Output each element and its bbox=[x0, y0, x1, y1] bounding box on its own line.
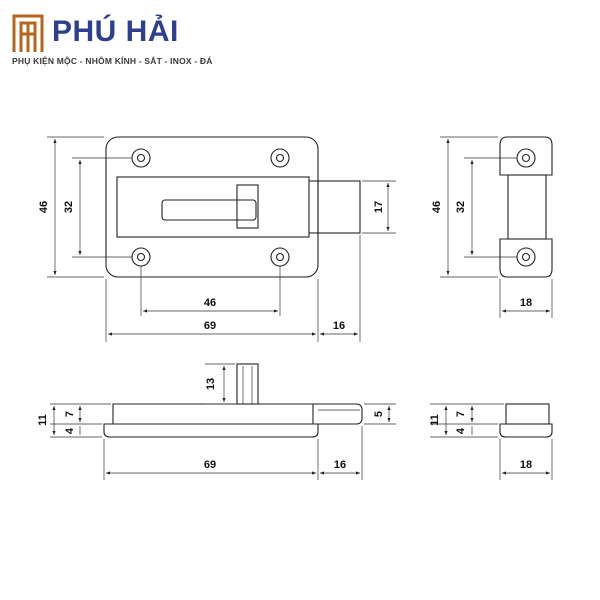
dim-front-hole-spacing-h: 46 bbox=[204, 297, 216, 309]
front-view: 46 32 17 46 69 16 bbox=[38, 136, 396, 342]
dim-bottom-bolt-extension: 16 bbox=[334, 459, 346, 471]
side-view: 46 32 18 bbox=[431, 136, 553, 318]
bottom-view: 13 11 7 4 5 69 16 bbox=[37, 363, 396, 480]
dim-bottom-upper: 7 bbox=[64, 411, 76, 417]
brand-name: PHÚ HẢI bbox=[52, 15, 179, 48]
dim-side-width: 18 bbox=[520, 297, 532, 309]
dim-end-upper: 7 bbox=[455, 411, 467, 417]
dim-front-plate-width: 69 bbox=[204, 320, 216, 332]
end-view: 11 7 4 18 bbox=[429, 403, 553, 480]
front-knob bbox=[236, 184, 259, 229]
dim-front-bolt-height: 17 bbox=[373, 201, 385, 213]
dim-front-height: 46 bbox=[38, 201, 50, 213]
bottom-knob bbox=[236, 363, 259, 405]
dim-bottom-lower: 4 bbox=[64, 427, 76, 434]
dim-bottom-knob-height: 13 bbox=[205, 378, 217, 390]
brand-header: PHÚ HẢI PHỤ KIỆN MỘC - NHÔM KÍNH - SẮT -… bbox=[12, 10, 272, 70]
brand-tagline: PHỤ KIỆN MỘC - NHÔM KÍNH - SẮT - INOX - … bbox=[12, 56, 213, 66]
screw-hole-icon bbox=[131, 148, 290, 267]
dim-end-lower: 4 bbox=[455, 427, 467, 434]
front-slot bbox=[161, 199, 257, 221]
dim-bottom-total-height: 11 bbox=[37, 414, 49, 426]
dim-bottom-bolt-thickness: 5 bbox=[373, 411, 385, 417]
dim-side-height: 46 bbox=[431, 201, 443, 213]
dim-end-total-height: 11 bbox=[429, 414, 441, 426]
screw-hole-icon bbox=[516, 148, 536, 267]
dim-front-bolt-extension: 16 bbox=[333, 320, 345, 332]
dim-bottom-plate-width: 69 bbox=[204, 459, 216, 471]
front-bolt bbox=[317, 180, 361, 234]
dim-side-hole-spacing: 32 bbox=[455, 201, 467, 213]
brand-logo-icon bbox=[12, 14, 44, 52]
dim-front-hole-spacing-v: 32 bbox=[63, 201, 75, 213]
front-bolt-housing bbox=[116, 176, 310, 238]
dim-end-width: 18 bbox=[520, 459, 532, 471]
